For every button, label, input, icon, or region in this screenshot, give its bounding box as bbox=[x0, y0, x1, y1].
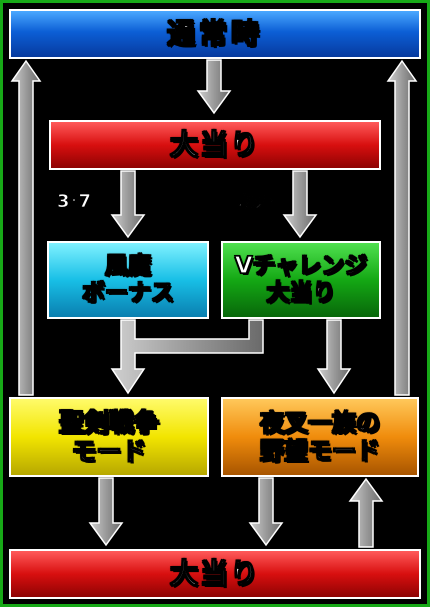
node-fuuma-bonus: 風魔 ボーナス bbox=[47, 241, 209, 319]
arrow-v-to-yasha bbox=[316, 319, 352, 395]
arrow-yasha-to-hit bbox=[248, 477, 284, 547]
node-jackpot-second: 大当り bbox=[9, 549, 421, 599]
arrow-merge-to-seiken bbox=[110, 319, 264, 395]
arrow-hit-to-yasha-up bbox=[348, 477, 384, 548]
arrow-hit-to-v bbox=[282, 170, 318, 239]
node-seiken-war-mode: 聖剣戦争 モード bbox=[9, 397, 209, 477]
condition-other: 以外 bbox=[237, 191, 274, 213]
node-yasha-clan-mode: 夜叉一族の 野望モード bbox=[221, 397, 419, 477]
flow-arrows bbox=[10, 59, 418, 548]
arrow-normal-to-hit bbox=[196, 59, 232, 115]
node-v-challenge-jackpot: Vチャレンジ 大当り bbox=[221, 241, 381, 319]
arrow-seiken-return-up bbox=[10, 59, 42, 396]
node-jackpot-first: 大当り bbox=[49, 120, 381, 170]
condition-3-7: 3･7 bbox=[57, 191, 92, 213]
arrow-hit-to-fuuma bbox=[110, 170, 146, 239]
arrow-seiken-to-hit bbox=[88, 477, 124, 547]
arrow-yasha-return-up bbox=[386, 59, 418, 396]
node-normal-state: 通常時 bbox=[9, 9, 421, 59]
